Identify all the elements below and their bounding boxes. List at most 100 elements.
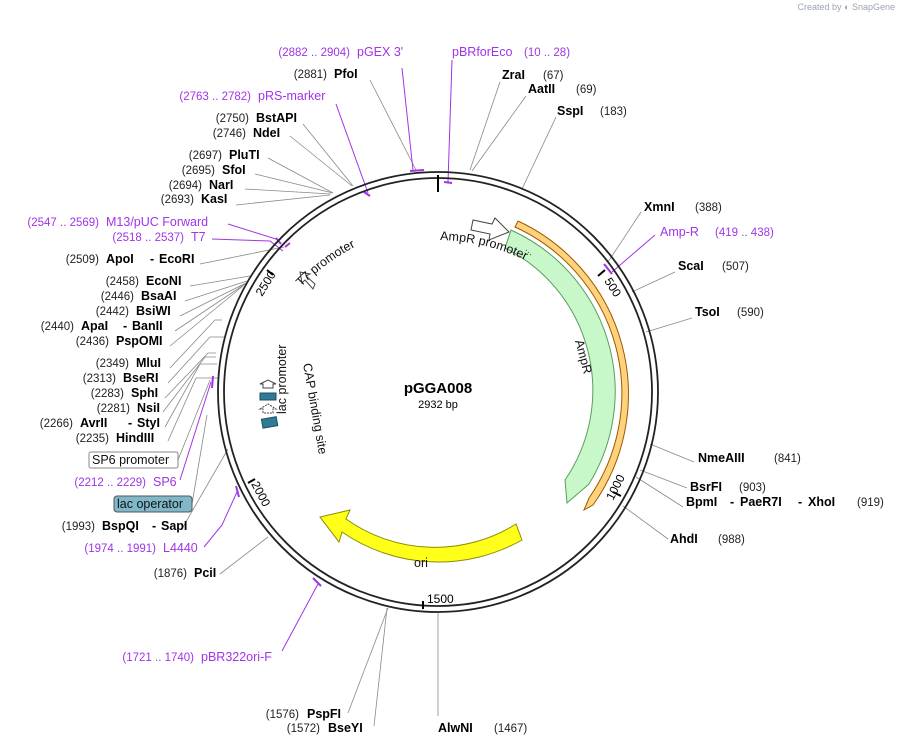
svg-text:ApaI: ApaI (81, 319, 108, 333)
svg-text:(2349): (2349) (96, 358, 129, 370)
svg-text:(2436): (2436) (76, 336, 109, 348)
svg-text:BstAPI: BstAPI (256, 111, 297, 125)
svg-text:(2547 .. 2569): (2547 .. 2569) (27, 217, 99, 229)
svg-text:NdeI: NdeI (253, 126, 280, 140)
primer-l4440: (1974 .. 1991) L4440 (84, 541, 197, 555)
svg-text:BsrFI: BsrFI (690, 480, 722, 494)
enzyme-hindiii: (2235) HindIII (76, 431, 154, 445)
primer-amp-r: Amp-R (419 .. 438) (660, 225, 774, 239)
enzyme-mlui: (2349) MluI (96, 356, 161, 370)
feature-lac-promoter-label: lac promoter (275, 345, 289, 414)
primer-m13-puc-forward: (2547 .. 2569) M13/pUC Forward (27, 215, 208, 229)
svg-text:(507): (507) (722, 261, 749, 273)
enzyme-nsii: (2281) NsiI (97, 401, 160, 415)
lac-operator-arrow (258, 403, 278, 414)
svg-text:AhdI: AhdI (670, 532, 698, 546)
tick-1500: 1500 (427, 592, 454, 606)
svg-text:(841): (841) (774, 453, 801, 465)
feature-t7-promoter-label: T7 promoter (293, 237, 357, 289)
svg-text:BanII: BanII (132, 319, 163, 333)
svg-text:(1576): (1576) (266, 709, 299, 721)
credit-brand: SnapGene (851, 2, 895, 12)
svg-text:BpmI: BpmI (686, 495, 717, 509)
svg-text:T7: T7 (191, 230, 206, 244)
svg-text:(419 .. 438): (419 .. 438) (715, 227, 774, 239)
svg-text:(1467): (1467) (494, 723, 527, 735)
svg-text:(2446): (2446) (101, 291, 134, 303)
svg-text:(903): (903) (739, 482, 766, 494)
svg-text:SfoI: SfoI (222, 163, 246, 177)
svg-text:BseYI: BseYI (328, 721, 363, 735)
svg-text:(2746): (2746) (213, 128, 246, 140)
svg-text:(2313): (2313) (83, 373, 116, 385)
leader-lines (162, 79, 695, 727)
svg-text:(1876): (1876) (154, 568, 187, 580)
svg-text:PspOMI: PspOMI (116, 334, 163, 348)
enzyme-bseyi: (1572) BseYI (287, 721, 363, 735)
svg-text:(67): (67) (543, 70, 564, 82)
svg-text:(1993): (1993) (62, 521, 95, 533)
svg-text:(2695): (2695) (182, 165, 215, 177)
svg-text:ApoI: ApoI (106, 252, 134, 266)
enzyme-zrai: ZraI (67) (502, 68, 564, 82)
primer-leaders (179, 59, 656, 652)
svg-text:(2882 .. 2904): (2882 .. 2904) (278, 47, 350, 59)
svg-text:MluI: MluI (136, 356, 161, 370)
ampr-promoter-arrow (470, 217, 510, 241)
enzyme-bstapi: (2750) BstAPI (216, 111, 297, 125)
svg-text:EcoRI: EcoRI (159, 252, 194, 266)
svg-text:ZraI: ZraI (502, 68, 525, 82)
enzyme-pluti: (2697) PluTI (189, 148, 260, 162)
svg-text:BsaAI: BsaAI (141, 289, 176, 303)
svg-text:PspFI: PspFI (307, 707, 341, 721)
svg-text:-: - (123, 319, 127, 333)
svg-text:NarI: NarI (209, 178, 233, 192)
enzyme-xmni: XmnI (388) (644, 200, 722, 214)
svg-text:NsiI: NsiI (137, 401, 160, 415)
svg-text:pGEX 3': pGEX 3' (357, 45, 403, 59)
svg-text:(2440): (2440) (41, 321, 74, 333)
svg-text:SspI: SspI (557, 104, 583, 118)
svg-text:(590): (590) (737, 307, 764, 319)
cap-binding-site-box (259, 392, 277, 401)
enzyme-sspi: SspI (183) (557, 104, 627, 118)
svg-text:HindIII: HindIII (116, 431, 154, 445)
svg-text:PfoI: PfoI (334, 67, 358, 81)
svg-text:PciI: PciI (194, 566, 216, 580)
enzyme-bseri: (2313) BseRI (83, 371, 159, 385)
enzyme-pfoi: (2881) PfoI (294, 67, 358, 81)
enzyme-ndei: (2746) NdeI (213, 126, 280, 140)
tick-2000: 2000 (248, 479, 273, 509)
svg-text:-: - (128, 416, 132, 430)
svg-text:PaeR7I: PaeR7I (740, 495, 782, 509)
plasmid-name: pGGA008 (404, 380, 472, 397)
feature-ori-label: ori (414, 556, 428, 570)
sp6-promoter-box: SP6 promoter (88, 379, 211, 469)
enzyme-kasi: (2693) KasI (161, 192, 228, 206)
enzyme-apai-banii: (2440) ApaI - BanII (41, 319, 163, 333)
svg-text:KasI: KasI (201, 192, 227, 206)
svg-text:(1974 .. 1991): (1974 .. 1991) (84, 543, 156, 555)
svg-text:(2881): (2881) (294, 69, 327, 81)
svg-text:-: - (730, 495, 734, 509)
svg-text:pRS-marker: pRS-marker (258, 89, 325, 103)
primer-prs-marker: (2763 .. 2782) pRS-marker (179, 89, 325, 103)
svg-text:BsiWI: BsiWI (136, 304, 171, 318)
svg-text:XhoI: XhoI (808, 495, 835, 509)
svg-text:Amp-R: Amp-R (660, 225, 699, 239)
svg-text:(2458): (2458) (106, 276, 139, 288)
credit-prefix: Created by (797, 2, 842, 12)
snapgene-credit: Created by ◐ SnapGene (797, 2, 895, 12)
svg-text:(2266): (2266) (40, 418, 73, 430)
svg-text:(2212 .. 2229): (2212 .. 2229) (74, 477, 146, 489)
svg-text:SP6 promoter: SP6 promoter (92, 453, 169, 467)
svg-text:AlwNI: AlwNI (438, 721, 473, 735)
svg-text:pBR322ori-F: pBR322ori-F (201, 650, 272, 664)
svg-text:lac operator: lac operator (117, 497, 183, 511)
svg-text:(388): (388) (695, 202, 722, 214)
enzyme-scai: ScaI (507) (678, 259, 749, 273)
svg-text:(10 .. 28): (10 .. 28) (524, 47, 570, 59)
svg-text:XmnI: XmnI (644, 200, 675, 214)
primer-pbrforeco: pBRforEco (10 .. 28) (452, 45, 570, 59)
